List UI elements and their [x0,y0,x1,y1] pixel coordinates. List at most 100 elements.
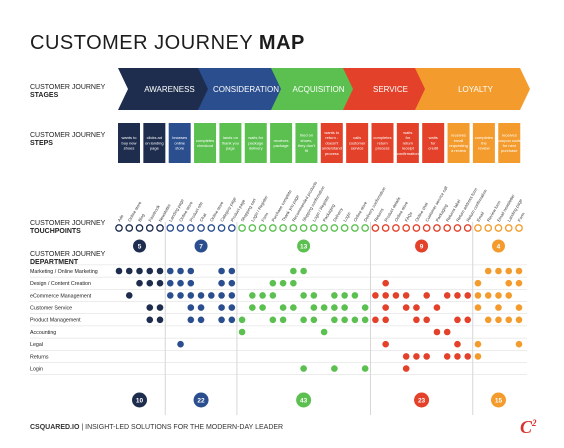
department-dot [166,292,174,299]
department-dot [351,292,359,299]
touchpoint-ring [515,224,523,232]
department-dot [331,292,338,299]
department-dot [300,365,307,372]
department-dot [156,316,164,324]
stage-count-value-1: 5 [138,243,142,250]
step-text: purchase [501,148,518,153]
department-dot [197,304,205,311]
department-dot [423,353,430,360]
department-dot [351,316,359,324]
step-text: fit [305,148,309,153]
department-dot [464,316,472,324]
total-count-value-5: 15 [495,397,503,404]
step-box-5 [219,123,242,163]
stage-label-1: AWARENESS [144,85,195,94]
department-dot [136,279,143,287]
department-dot [146,267,154,275]
touchpoint-ring [176,224,185,232]
total-count-value-4: 23 [418,397,426,404]
department-dot [310,304,318,311]
stage-label-5: LOYALTY [458,85,493,94]
total-count-circle-4 [414,392,430,408]
department-dot [331,304,338,311]
touchpoint-ring [227,224,236,232]
touchpoint-ring [258,224,267,232]
department-dot [382,304,389,311]
step-text: for [406,135,411,140]
step-text: waits for [248,135,264,140]
department-dot [228,292,236,299]
step-box-7 [270,123,293,163]
department-dot [177,292,184,299]
footer: CSQUARED.IO | INSIGHT-LED SOLUTIONS FOR … [30,424,284,431]
step-box-16 [498,123,521,163]
step-text: return [377,140,387,145]
department-dot [382,340,389,348]
department-dot [177,340,184,348]
department-label: Customer Service [30,306,72,312]
stage-arrow-5 [415,68,530,110]
touchpoint-ring [320,224,328,232]
step-text: credit [428,146,439,151]
touchpoint-ring [197,224,205,232]
department-dot [382,292,389,299]
step-text: buy new [122,140,137,145]
total-count-value-2: 22 [197,397,205,404]
department-dot [290,304,297,311]
step-box-3 [168,123,191,163]
step-text: a review [451,148,466,153]
department-dot [495,316,502,324]
department-dot [495,292,502,299]
touchpoint-ring [381,224,390,232]
department-dot [423,316,430,324]
department-dot [279,304,287,311]
department-dot [361,365,369,372]
department-dot [300,316,307,324]
touchpoint-ring [248,224,257,232]
department-dot [125,292,133,299]
department-dot [290,267,297,275]
step-text: shoes, [301,138,313,143]
department-dot [515,304,523,311]
department-dot [269,279,277,287]
touchpoint-ring [145,224,154,232]
stage-arrow-1 [118,68,215,110]
department-dot [443,292,451,299]
step-box-8 [295,123,318,163]
title-bold: MAP [258,32,305,54]
department-dot [474,340,482,348]
department-dot [331,365,338,372]
department-dot [115,267,123,275]
department-dot [505,316,513,324]
department-dot [310,316,318,324]
department-dot [413,316,420,324]
department-dot [146,316,154,324]
department-dot [259,292,266,299]
department-dot [218,279,225,287]
department-dot [228,267,236,275]
department-label: Marketing / Online Marketing [30,269,98,275]
department-dot [505,267,513,275]
department-dot [300,267,307,275]
step-box-2 [143,123,166,163]
department-dot [382,316,389,324]
department-dot [474,304,482,311]
department-dot [218,304,225,311]
department-dot [279,316,287,324]
touchpoint-ring [504,224,513,232]
stage-count-circle-4 [415,239,429,253]
stage-arrow-3 [271,68,360,110]
department-dot [125,267,133,275]
department-dot [454,353,461,360]
touchpoint-ring [433,224,441,232]
step-text: customer [349,140,366,145]
department-dot [464,292,472,299]
step-text: store [175,146,185,151]
department-label: Accounting [30,330,56,336]
stage-count-circle-5 [491,239,505,253]
department-dot [392,292,400,299]
touchpoint-label: Login [342,211,352,223]
total-count-circle-5 [490,392,506,408]
stage-count-circle-2 [194,239,208,253]
